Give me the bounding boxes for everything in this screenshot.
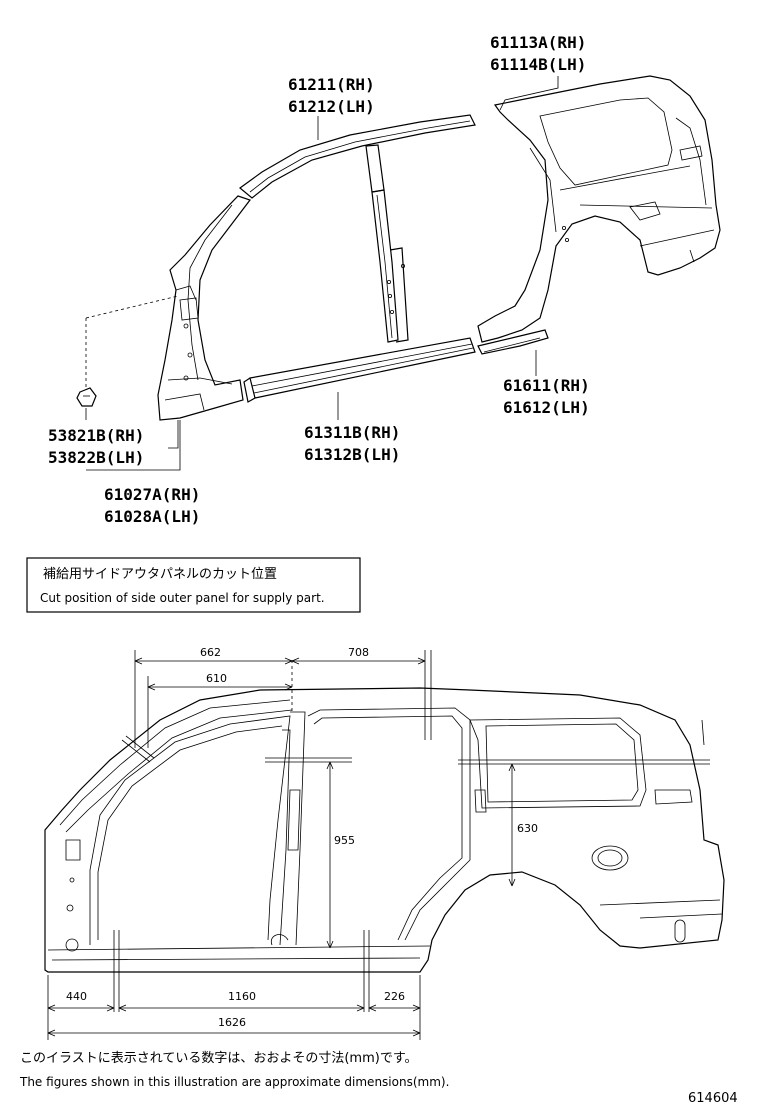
label-61612-lh: 61612(LH) bbox=[503, 398, 590, 417]
roof-side-rail-drawing bbox=[239, 114, 476, 343]
label-53822b-lh: 53822B(LH) bbox=[48, 448, 144, 467]
footer: このイラストに表示されている数字は、おおよその寸法(mm)です。 The fig… bbox=[19, 1051, 738, 1106]
box-title-jp: 補給用サイドアウタパネルのカット位置 bbox=[43, 567, 277, 582]
dim-610: 610 bbox=[206, 672, 227, 685]
cut-position-box: 補給用サイドアウタパネルのカット位置 Cut position of side … bbox=[26, 557, 361, 613]
label-61113a-rh: 61113A(RH) bbox=[490, 33, 586, 52]
side-panel-view bbox=[44, 687, 725, 973]
footer-note-jp: このイラストに表示されている数字は、おおよその寸法(mm)です。 bbox=[20, 1051, 418, 1066]
dim-708: 708 bbox=[348, 646, 369, 659]
footer-note-en: The figures shown in this illustration a… bbox=[19, 1075, 449, 1089]
part-labels: 61113A(RH) 61114B(LH) 61211(RH) 61212(LH… bbox=[48, 33, 590, 526]
rocker-panel-drawing bbox=[243, 337, 476, 403]
label-61028a-lh: 61028A(LH) bbox=[104, 507, 200, 526]
exploded-view: 61113A(RH) 61114B(LH) 61211(RH) 61212(LH… bbox=[48, 33, 721, 526]
label-61611-rh: 61611(RH) bbox=[503, 376, 590, 395]
label-61311b-rh: 61311B(RH) bbox=[304, 423, 400, 442]
dim-1626: 1626 bbox=[218, 1016, 246, 1029]
box-title-en: Cut position of side outer panel for sup… bbox=[40, 591, 325, 605]
wheel-arch-panel-drawing bbox=[477, 329, 549, 355]
illustration-code: 614604 bbox=[688, 1091, 738, 1106]
quarter-panel-drawing bbox=[477, 75, 721, 343]
dim-662: 662 bbox=[200, 646, 221, 659]
clip-53821-drawing bbox=[76, 387, 97, 407]
label-53821b-rh: 53821B(RH) bbox=[48, 426, 144, 445]
dim-1160: 1160 bbox=[228, 990, 256, 1003]
label-61211-rh: 61211(RH) bbox=[288, 75, 375, 94]
dim-440: 440 bbox=[66, 990, 87, 1003]
label-61312b-lh: 61312B(LH) bbox=[304, 445, 400, 464]
dim-630: 630 bbox=[517, 822, 538, 835]
dim-226: 226 bbox=[384, 990, 405, 1003]
front-pillar-drawing bbox=[157, 195, 251, 421]
label-61027a-rh: 61027A(RH) bbox=[104, 485, 200, 504]
label-61212-lh: 61212(LH) bbox=[288, 97, 375, 116]
dim-955: 955 bbox=[334, 834, 355, 847]
leader-lines bbox=[85, 76, 559, 471]
label-61114b-lh: 61114B(LH) bbox=[490, 55, 586, 74]
dimensions: 662 708 610 955 630 440 116 bbox=[47, 646, 710, 1040]
